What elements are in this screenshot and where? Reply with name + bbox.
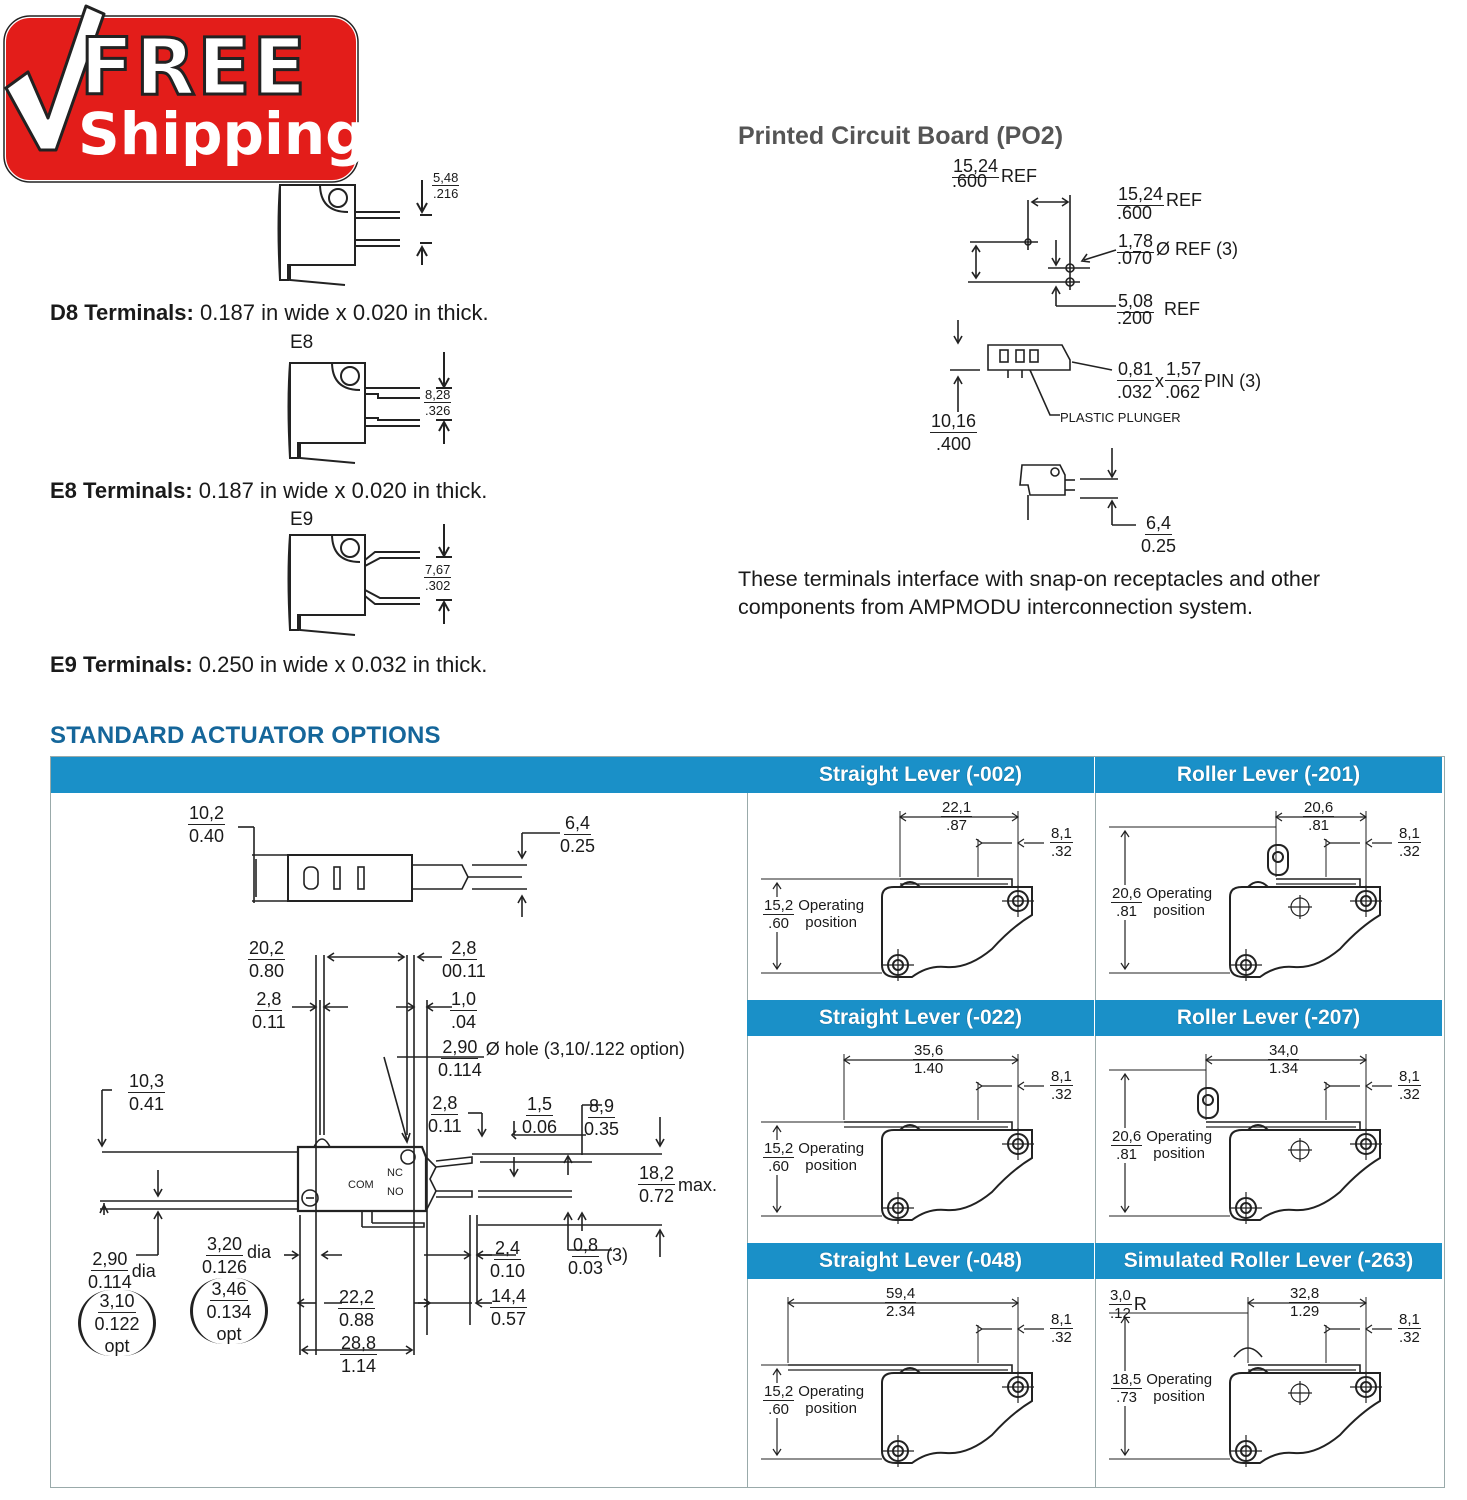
e8-switch-drawing [287, 352, 452, 464]
e8-name: E8 [290, 332, 314, 353]
plastic-plunger-label: PLASTIC PLUNGER [1060, 410, 1181, 425]
pcb-note: These terminals interface with snap-on r… [738, 567, 1321, 619]
e9-name: E9 [290, 509, 314, 530]
actuator-panel-title: Straight Lever (-002) [747, 757, 1094, 793]
e9-terminals-label: E9 Terminals: 0.250 in wide x 0.032 in t… [50, 652, 488, 677]
terminal-offset-dim: 8,1.32 [1050, 1068, 1073, 1103]
com-label: COM [348, 1179, 374, 1191]
actuator-switch-drawing [761, 1054, 1044, 1224]
e9-switch-drawing [287, 524, 452, 636]
nc-label: NC [387, 1167, 403, 1179]
actuator-switch-drawing [761, 811, 1044, 981]
terminal-offset-dim: 8,1.32 [1398, 825, 1421, 860]
lever-length-dim: 22,1.87 [941, 799, 973, 834]
terminal-offset-dim: 8,1.32 [1398, 1311, 1421, 1346]
actuator-table [50, 756, 1445, 1488]
badge-free-text: FREE [79, 23, 308, 113]
e8-terminals-label: E8 Terminals: 0.187 in wide x 0.020 in t… [50, 478, 488, 503]
free-shipping-badge: FREE Shipping [0, 0, 367, 190]
terminal-offset-dim: 8,1.32 [1398, 1068, 1421, 1103]
pcb-dim-5: 10,16.400 [930, 411, 978, 454]
terminal-drawings [277, 180, 452, 636]
checkmark-icon [4, 4, 106, 152]
actuator-panel-title: Simulated Roller Lever (-263) [1095, 1243, 1442, 1279]
d8-terminals-label: D8 Terminals: 0.187 in wide x 0.020 in t… [50, 300, 489, 325]
actuator-switch-drawing [1109, 1054, 1392, 1224]
pcb-pin-dimension: 0,81.032 x 1,57.062 PIN (3) [1117, 359, 1262, 402]
e9-dimension: 7,67.302 [424, 562, 452, 593]
actuator-panel-1: Straight Lever (-002) 22,1.87 8,1.32 15,2.6… [747, 757, 1094, 1000]
lever-length-dim: 20,6.81 [1303, 799, 1335, 834]
actuator-panel-title: Straight Lever (-048) [747, 1243, 1094, 1279]
e8-dimension: 8,28.326 [424, 387, 452, 418]
d8-dimension: 5,48.216 [432, 170, 460, 201]
badge-shipping-text: Shipping [78, 100, 367, 168]
actuator-panel-title: Straight Lever (-022) [747, 1000, 1094, 1036]
actuator-panel-title: Roller Lever (-207) [1095, 1000, 1442, 1036]
pcb-title: Printed Circuit Board (PO2) [738, 122, 1064, 150]
main-dim-f: 1,0.04 [450, 989, 478, 1032]
actuator-switch-drawing [1109, 1297, 1392, 1467]
main-header-strip [51, 757, 747, 793]
d8-switch-drawing [277, 180, 432, 286]
terminal-offset-dim: 8,1.32 [1050, 1311, 1073, 1346]
actuator-switch-drawing [761, 1297, 1044, 1467]
no-label: NO [387, 1186, 404, 1198]
actuator-panel-title: Roller Lever (-201) [1095, 757, 1442, 793]
main-switch-diagram: NC NO COM [97, 826, 665, 1355]
actuator-options-heading: STANDARD ACTUATOR OPTIONS [50, 722, 441, 749]
pcb-drawing [950, 195, 1136, 526]
terminal-offset-dim: 8,1.32 [1050, 825, 1073, 860]
